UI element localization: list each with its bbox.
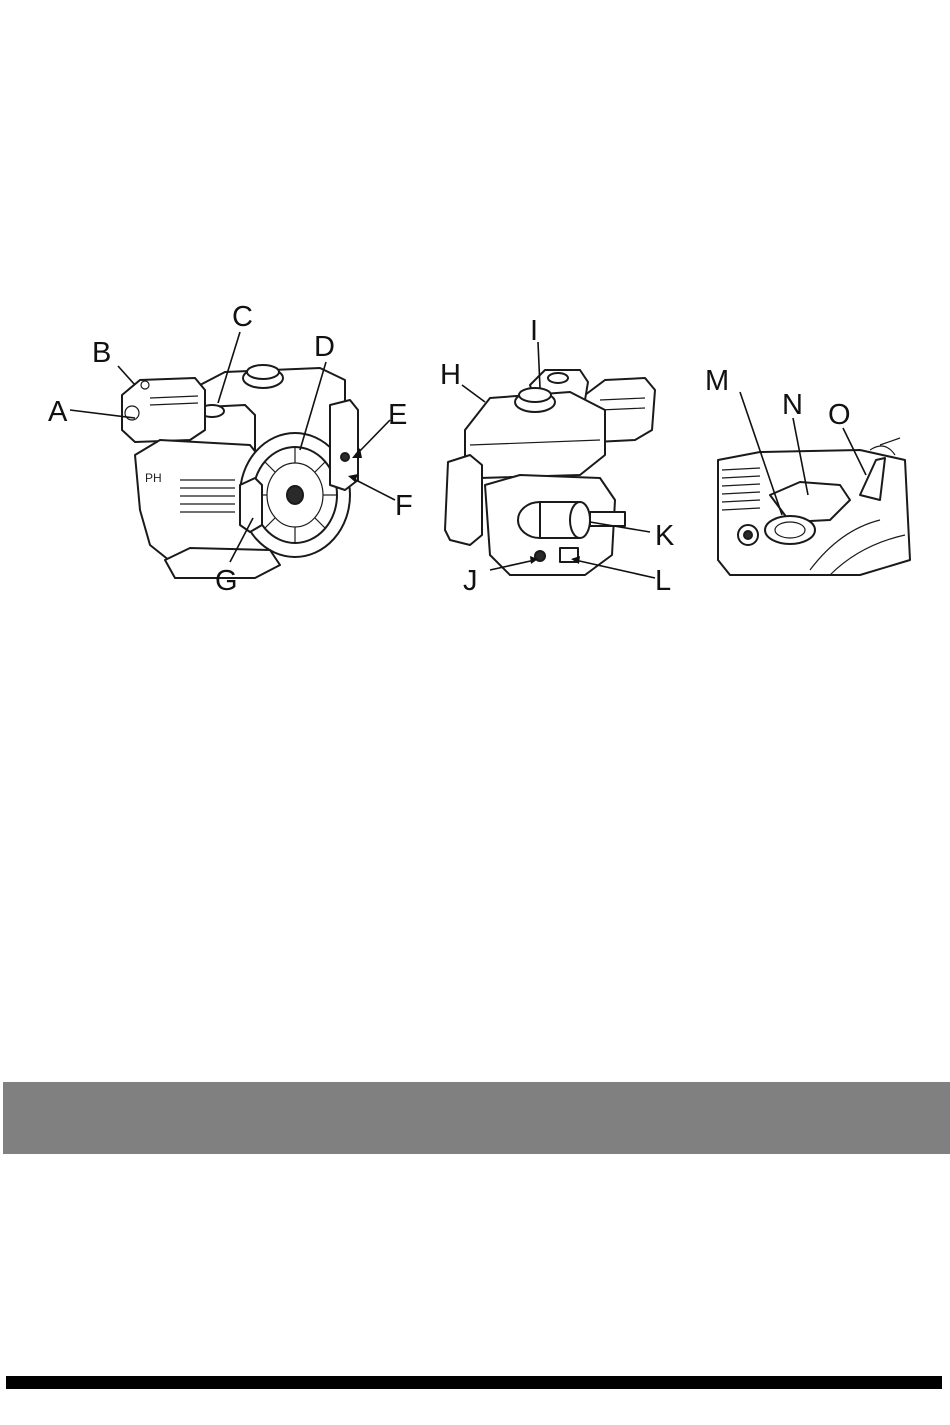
part-label-d: D — [314, 331, 335, 363]
svg-text:PH: PH — [145, 471, 162, 485]
part-label-a: A — [48, 396, 68, 428]
engine-illustrations: PH — [0, 0, 950, 620]
footer-rule — [6, 1376, 942, 1389]
part-label-b: B — [92, 337, 111, 369]
part-label-k: K — [655, 520, 675, 552]
part-label-l: L — [655, 565, 671, 597]
engine-rear-view — [445, 370, 655, 575]
part-label-j: J — [463, 565, 478, 597]
section-header-band — [3, 1082, 950, 1154]
part-label-h: H — [440, 359, 461, 391]
part-label-o: O — [828, 399, 851, 431]
part-label-g: G — [215, 565, 238, 597]
part-label-m: M — [705, 365, 729, 397]
part-label-n: N — [782, 389, 803, 421]
part-label-i: I — [530, 315, 538, 347]
engine-front-view: PH — [122, 365, 358, 578]
detail-view — [718, 438, 910, 575]
part-label-f: F — [395, 490, 413, 522]
part-label-c: C — [232, 301, 253, 333]
part-label-e: E — [388, 399, 407, 431]
